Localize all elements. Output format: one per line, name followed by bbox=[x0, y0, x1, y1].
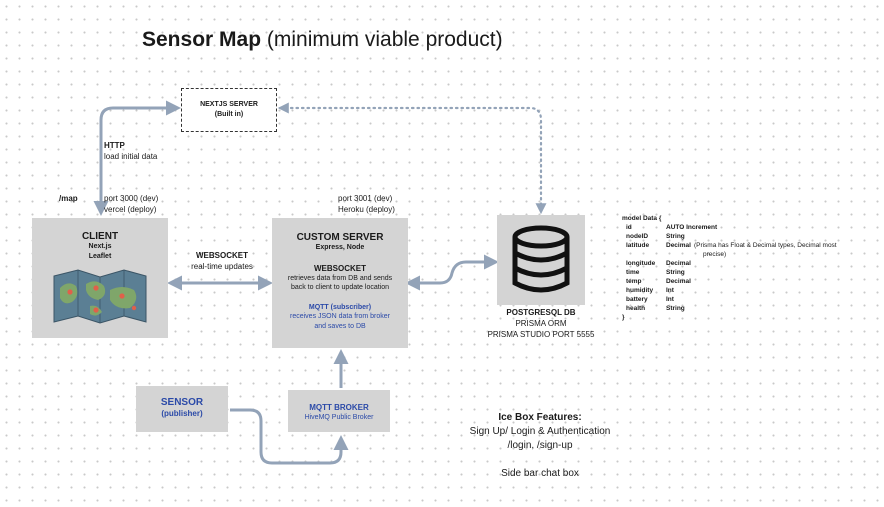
model-field-name: humidity bbox=[626, 287, 654, 294]
db-studio: PRISMA STUDIO PORT 5555 bbox=[487, 330, 595, 339]
map-icon bbox=[53, 269, 147, 324]
sensor-box: SENSOR (publisher) bbox=[136, 386, 228, 432]
client-title: CLIENT bbox=[81, 231, 119, 242]
websocket-label-group: WEBSOCKET real-time updates bbox=[172, 250, 272, 272]
model-field-type: String bbox=[666, 233, 685, 240]
nextjs-server-title: NEXTJS SERVER bbox=[200, 101, 258, 108]
mqtt-broker-box: MQTT BROKER HiveMQ Public Broker bbox=[288, 390, 390, 432]
page-title: Sensor Map (minimum viable product) bbox=[142, 28, 503, 52]
model-header: model Data { bbox=[622, 215, 662, 222]
model-data: model Data { id AUTO Increment nodeID Strin… bbox=[622, 214, 837, 322]
http-connector bbox=[93, 100, 181, 216]
model-field-name: latitude bbox=[626, 242, 650, 249]
sensor-subtitle: (publisher) bbox=[161, 409, 203, 418]
model-field-name: health bbox=[626, 305, 646, 312]
model-field-row: id AUTO Increment bbox=[626, 223, 837, 232]
model-field-name: id bbox=[626, 224, 632, 231]
model-field-name: longitude bbox=[626, 260, 656, 267]
model-field-note: (Prisma has Float & Decimal types, Decim… bbox=[693, 242, 837, 249]
sensor-title: SENSOR bbox=[160, 397, 204, 408]
server-db-connector bbox=[405, 254, 499, 291]
custom-server-title: CUSTOM SERVER bbox=[296, 232, 384, 243]
server-port-dev: port 3001 (dev) bbox=[338, 194, 393, 203]
model-field-row: temp Decimal bbox=[626, 277, 837, 286]
db-title: POSTGRESQL DB bbox=[506, 308, 576, 317]
title-bold: Sensor Map bbox=[142, 28, 262, 51]
db-box bbox=[497, 215, 585, 305]
icebox-line1: Sign Up/ Login & Authentication bbox=[469, 426, 611, 437]
client-line1: Next.js bbox=[88, 243, 112, 250]
model-field-name: temp bbox=[626, 278, 642, 285]
icebox-line2: /login, /sign-up bbox=[507, 440, 573, 451]
custom-server-box: CUSTOM SERVER Express, Node WEBSOCKET re… bbox=[272, 218, 408, 348]
client-port-deploy: vercel (deploy) bbox=[104, 205, 157, 214]
model-field-type: Decimal bbox=[666, 242, 691, 249]
model-field-name: battery bbox=[626, 296, 648, 303]
model-field-name bbox=[626, 250, 700, 259]
db-orm: PRISMA ORM bbox=[515, 319, 567, 328]
custom-server-ws-desc2: back to client to update location bbox=[290, 284, 390, 291]
model-field-type: AUTO Increment bbox=[666, 224, 718, 231]
icebox-notes: Ice Box Features: Sign Up/ Login & Authe… bbox=[440, 411, 640, 481]
custom-server-mqtt-desc1: receives JSON data from broker bbox=[290, 313, 390, 320]
custom-server-ws-desc1: retrieves data from DB and sends bbox=[287, 274, 393, 282]
custom-server-mqtt-title: MQTT (subscriber) bbox=[308, 303, 372, 311]
client-box: CLIENT Next.js Leaflet bbox=[32, 218, 168, 338]
server-ports: port 3001 (dev) Heroku (deploy) bbox=[338, 193, 395, 215]
icebox-line3: Side bar chat box bbox=[501, 468, 579, 479]
model-footer: } bbox=[622, 314, 625, 321]
map-route-label: /map bbox=[59, 194, 78, 203]
nextjs-server-box: NEXTJS SERVER (Built in) bbox=[181, 88, 277, 132]
client-ports: port 3000 (dev) vercel (deploy) bbox=[104, 193, 158, 215]
server-port-deploy: Heroku (deploy) bbox=[338, 205, 395, 214]
model-field-type: Int bbox=[666, 287, 674, 294]
model-field-type: Decimal bbox=[666, 278, 691, 285]
model-field-row: longitude Decimal bbox=[626, 259, 837, 268]
custom-server-ws-title: WEBSOCKET bbox=[314, 263, 366, 273]
model-field-name: time bbox=[626, 269, 640, 276]
custom-server-subtitle: Express, Node bbox=[315, 244, 365, 251]
http-label: HTTP bbox=[104, 141, 125, 150]
custom-server-mqtt-desc2: and saves to DB bbox=[314, 322, 366, 330]
model-field-type: Decimal bbox=[666, 260, 691, 267]
websocket-label: WEBSOCKET bbox=[196, 251, 248, 260]
model-field-type: Int bbox=[666, 296, 674, 303]
title-rest: (minimum viable product) bbox=[266, 28, 503, 51]
model-field-type: String bbox=[666, 269, 685, 276]
nextjs-db-connector bbox=[277, 102, 547, 215]
sensor-broker-connector bbox=[230, 408, 349, 465]
client-line2: Leaflet bbox=[88, 252, 112, 260]
db-labels: POSTGRESQL DB PRISMA ORM PRISMA STUDIO P… bbox=[470, 307, 612, 340]
model-field-row: humidity Int bbox=[626, 286, 837, 295]
icebox-title: Ice Box Features: bbox=[498, 412, 582, 423]
database-icon bbox=[512, 225, 570, 293]
client-port-dev: port 3000 (dev) bbox=[104, 194, 159, 203]
model-field-row: health String bbox=[626, 304, 837, 313]
mqtt-broker-subtitle: HiveMQ Public Broker bbox=[304, 414, 374, 421]
model-field-row: latitude Decimal(Prisma has Float & Decim… bbox=[626, 241, 837, 250]
model-field-note: precise) bbox=[703, 251, 727, 258]
http-label-group: HTTP load initial data bbox=[104, 140, 157, 162]
model-field-row: battery Int bbox=[626, 295, 837, 304]
model-field-row: precise) bbox=[626, 250, 837, 259]
mqtt-broker-title: MQTT BROKER bbox=[309, 403, 369, 412]
model-field-name: nodeID bbox=[626, 233, 649, 240]
model-field-row: nodeID String bbox=[626, 232, 837, 241]
nextjs-server-subtitle: (Built in) bbox=[214, 110, 244, 118]
model-field-type: String bbox=[666, 305, 685, 312]
http-desc: load initial data bbox=[104, 152, 158, 161]
websocket-desc: real-time updates bbox=[191, 262, 253, 271]
model-field-row: time String bbox=[626, 268, 837, 277]
